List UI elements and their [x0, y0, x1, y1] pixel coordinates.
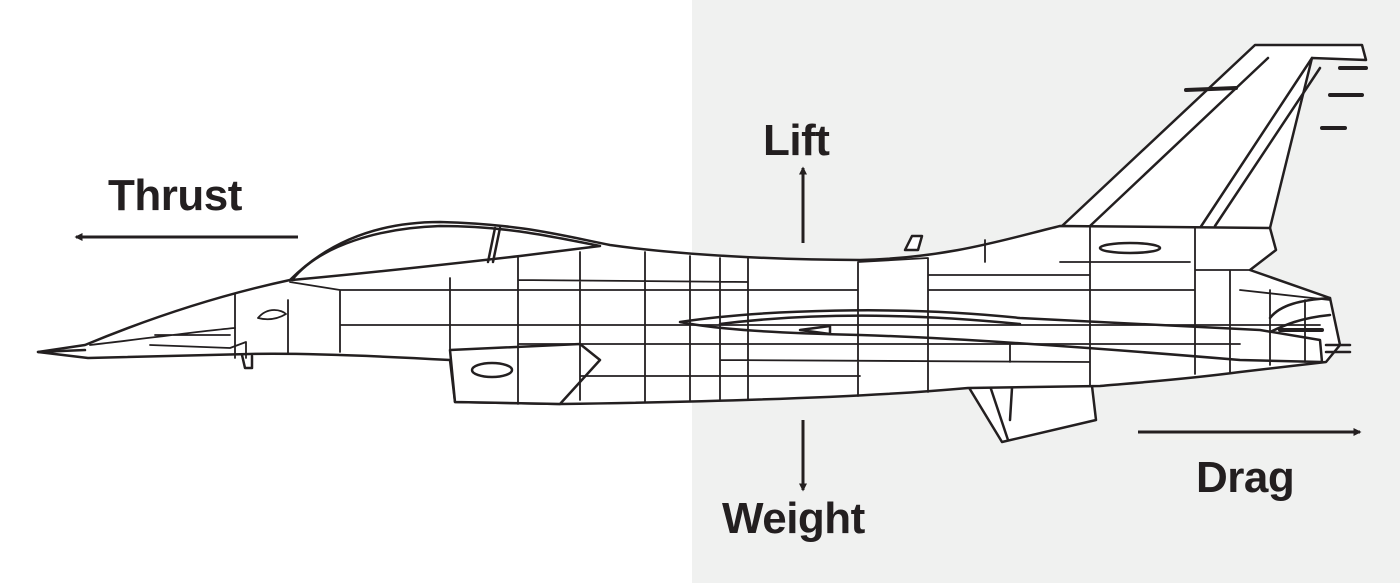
pitot-tube [36, 348, 87, 354]
canopy [290, 224, 602, 282]
drag-label: Drag [1196, 453, 1295, 502]
lift-label: Lift [763, 116, 830, 165]
exhaust-nozzle [1268, 296, 1352, 354]
ventral-fin [966, 384, 1098, 444]
dorsal-antenna [903, 234, 924, 252]
fighter-jet-drawing [36, 43, 1368, 444]
thrust-label: Thrust [108, 171, 242, 220]
intake-vent [470, 361, 514, 379]
weight-label: Weight [722, 494, 865, 543]
nose-details [89, 309, 287, 359]
fuselage-vent [1098, 241, 1162, 255]
tail-antennas [1184, 66, 1368, 130]
panel-lines [234, 225, 1331, 405]
tail-fin-leading-edge [1088, 56, 1322, 230]
wing-strake [678, 309, 1324, 364]
